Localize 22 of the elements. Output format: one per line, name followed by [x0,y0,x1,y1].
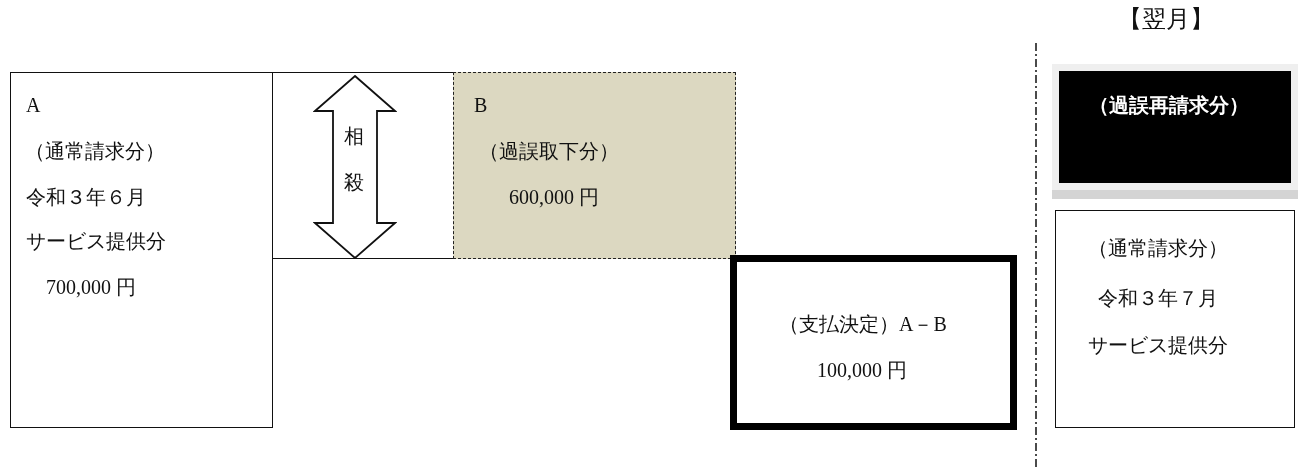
heading-label: 【翌月】 [1118,5,1214,34]
box-text: （過誤取下分） [479,139,619,163]
box-text: B [474,93,488,117]
box-text: サービス提供分 [1088,333,1228,357]
box-text: 600,000 円 [509,185,599,209]
claim-box [1055,210,1295,428]
box-text: 700,000 円 [46,275,136,299]
arrow-label: 相殺 [344,124,365,195]
payment-box [730,255,1017,430]
box-text: 100,000 円 [817,358,907,382]
box-text: （通常請求分） [1088,236,1228,260]
claim-box [10,72,273,428]
box-text: （支払決定）A－B [779,312,947,336]
withdrawal-box [453,72,736,259]
box-text: 令和３年６月 [26,185,146,209]
box-text: 令和３年７月 [1098,286,1218,310]
box-text: A [26,93,41,117]
box-text: （通常請求分） [25,139,165,163]
offset-box [272,72,454,259]
double-arrow [313,75,397,259]
box-text: サービス提供分 [26,229,166,253]
box-text: （過誤再請求分） [1089,93,1249,117]
